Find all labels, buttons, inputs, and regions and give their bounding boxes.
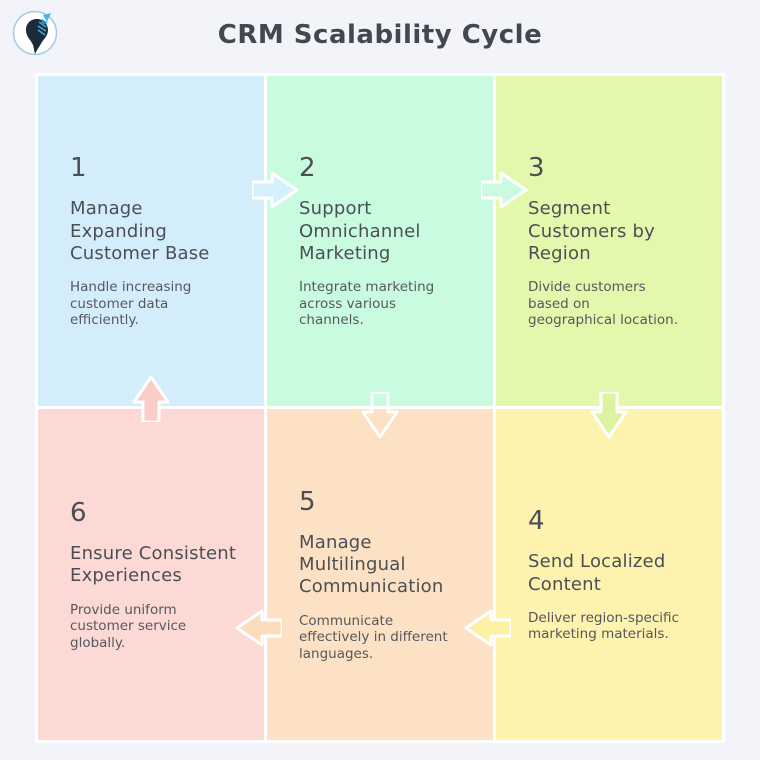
arrow-step1-to-step2-icon <box>252 171 299 209</box>
arrow-step4-to-step5-icon <box>464 609 511 647</box>
step-description: Provide uniform customer service globall… <box>70 601 187 651</box>
page-title: CRM Scalability Cycle <box>217 20 543 50</box>
step-title: Manage Multilingual Communication <box>299 531 444 598</box>
step-number: 5 <box>299 486 316 517</box>
panel-3-segment-customers-by-region: 3 Segment Customers by Region Divide cus… <box>496 76 722 406</box>
step-description: Integrate marketing across various chann… <box>299 279 435 329</box>
panel-2-support-omnichannel-marketing: 2 Support Omnichannel Marketing Integrat… <box>267 76 493 406</box>
arrow-step5-to-step6-icon <box>235 609 282 647</box>
head-silhouette <box>26 19 48 54</box>
arrow-step2-to-step5-icon <box>361 392 399 439</box>
step-title: Support Omnichannel Marketing <box>299 198 421 264</box>
step-title: Send Localized Content <box>528 551 666 595</box>
step-title: Ensure Consistent Experiences <box>70 542 237 587</box>
cycle-diagram: 1 Manage Expanding Customer Base Handle … <box>35 73 725 743</box>
step-description: Divide customers based on geographical l… <box>528 279 678 329</box>
arrow-step6-to-step1-icon <box>132 375 170 422</box>
step-number: 4 <box>528 506 545 537</box>
step-description: Deliver region-specific marketing materi… <box>528 609 679 643</box>
step-number: 6 <box>70 497 87 528</box>
step-title: Manage Expanding Customer Base <box>70 198 210 264</box>
arrow-step2-to-step3-icon <box>481 171 528 209</box>
step-number: 3 <box>528 153 545 184</box>
butterfly-wing-lower <box>41 19 48 25</box>
panel-5-manage-multilingual-communication: 5 Manage Multilingual Communication Comm… <box>267 409 493 740</box>
panel-4-send-localized-content: 4 Send Localized Content Deliver region-… <box>496 409 722 740</box>
head-with-butterfly-logo <box>12 10 58 56</box>
step-title: Segment Customers by Region <box>528 198 656 264</box>
step-description: Communicate effectively in different lan… <box>299 612 448 662</box>
butterfly-wing-upper <box>43 13 51 22</box>
step-number: 1 <box>70 153 87 184</box>
step-number: 2 <box>299 153 316 184</box>
panel-1-manage-expanding-customer-base: 1 Manage Expanding Customer Base Handle … <box>38 76 264 406</box>
panel-6-ensure-consistent-experiences: 6 Ensure Consistent Experiences Provide … <box>38 409 264 740</box>
arrow-step3-to-step4-icon <box>590 392 628 439</box>
step-description: Handle increasing customer data efficien… <box>70 279 192 329</box>
